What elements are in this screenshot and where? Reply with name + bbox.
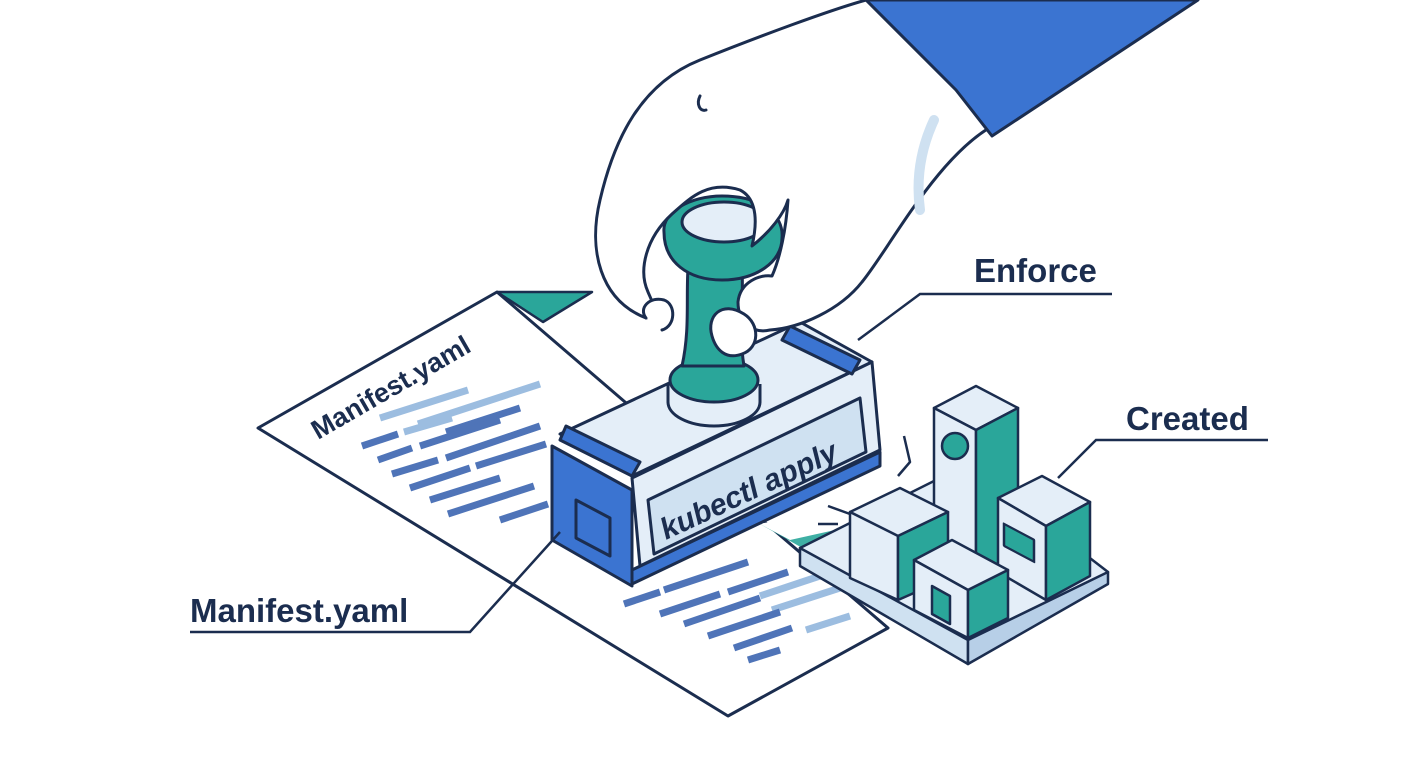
resource-block-left xyxy=(848,486,950,602)
document-fold xyxy=(495,290,594,324)
resource-block-right xyxy=(996,474,1092,602)
callout-enforce: Enforce xyxy=(857,252,1112,342)
callout-manifest-label: Manifest.yaml xyxy=(190,592,408,629)
stamp-handle xyxy=(662,194,784,428)
document-code-lines-bottom xyxy=(622,558,852,664)
callout-manifest: Manifest.yaml xyxy=(190,531,561,634)
block-door xyxy=(930,584,952,626)
callout-created: Created xyxy=(1057,400,1268,479)
callout-enforce-label: Enforce xyxy=(974,252,1097,289)
callout-created-label: Created xyxy=(1126,400,1249,437)
resource-tower xyxy=(932,384,1020,584)
hand xyxy=(594,0,1002,358)
document-code-lines-top xyxy=(360,380,550,524)
tower-window xyxy=(940,431,970,461)
sleeve xyxy=(864,0,1200,138)
stamp-notch xyxy=(574,498,612,558)
resource-block-front xyxy=(912,538,1010,640)
resource-cluster xyxy=(798,384,1110,666)
